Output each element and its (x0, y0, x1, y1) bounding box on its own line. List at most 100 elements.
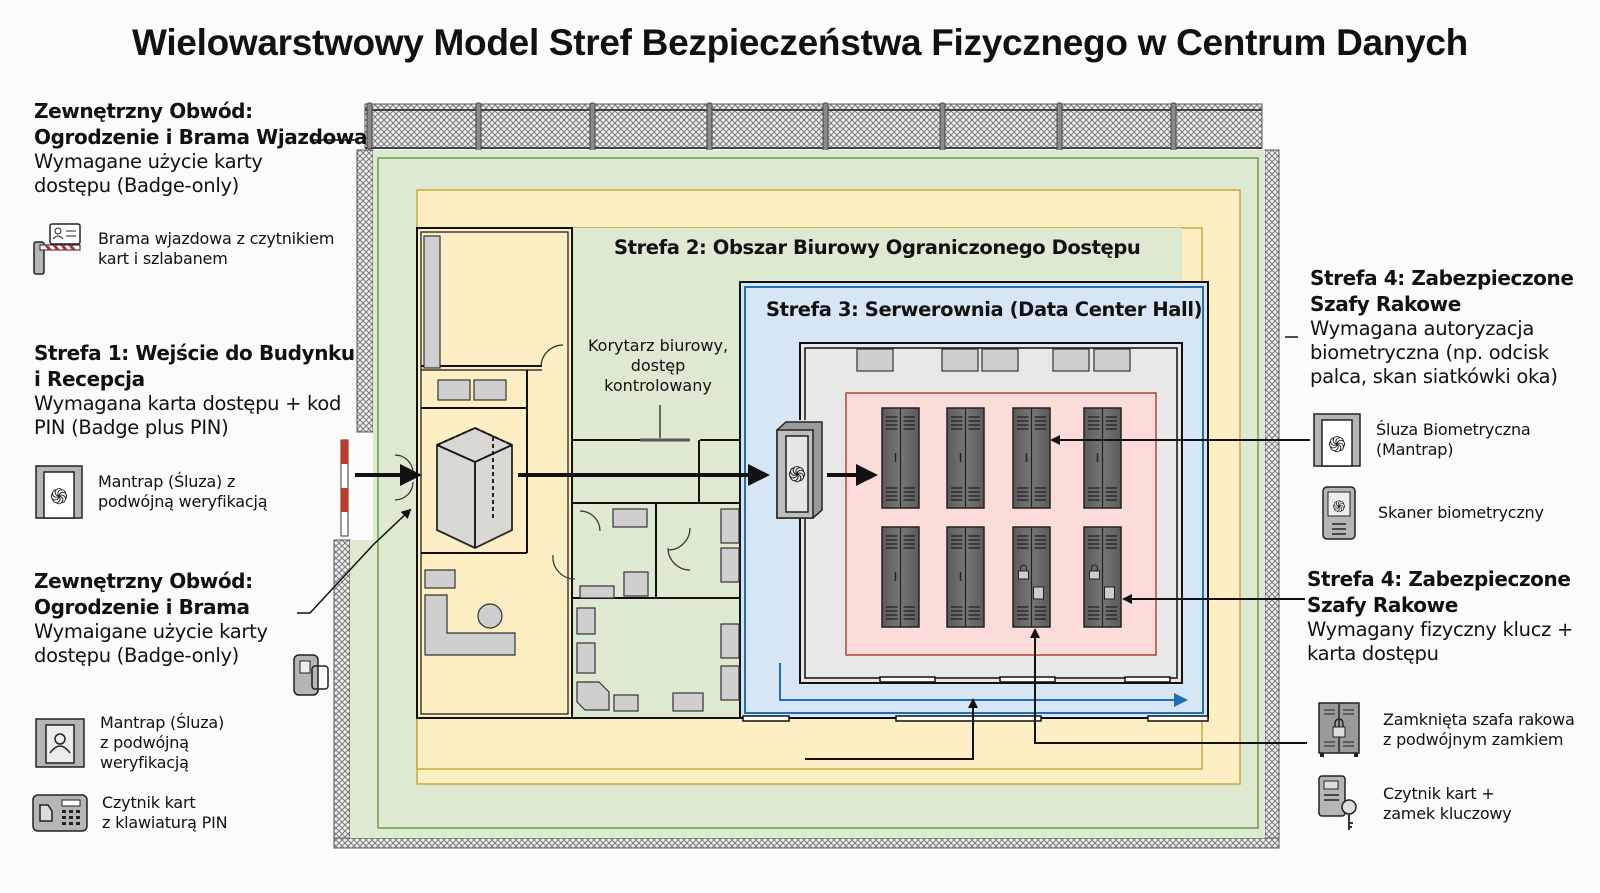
legend-line: Czytnik kart (102, 793, 196, 812)
legend-pin-reader: Czytnik kart z klawiaturą PIN (32, 793, 228, 833)
svg-text:֍: ֍ (1328, 433, 1346, 458)
legend-line: Czytnik kart + (1383, 784, 1495, 803)
label-body: Wymagana karta dostępu + kod (34, 392, 342, 415)
mantrap-person-icon (35, 718, 85, 768)
cooling-units (856, 348, 1131, 372)
biometric-mantrap-booth: ֍ (776, 421, 823, 519)
biometric-mantrap-icon: ֍ (1313, 413, 1361, 467)
corridor-label: Korytarz biurowy, dostęp kontrolowany (578, 336, 738, 396)
label-heading: Zewnętrzny Obwód: (34, 99, 253, 123)
legend-line: Brama wjazdowa z czytnikiem (98, 229, 335, 248)
label-heading: i Recepcja (34, 367, 145, 391)
server-rack (946, 526, 985, 628)
page-title: Wielowarstwowy Model Stref Bezpieczeństw… (132, 22, 1468, 63)
legend-card-key: Czytnik kart + zamek kluczowy (1317, 775, 1512, 833)
perimeter-fence (333, 102, 1280, 849)
server-rack (881, 407, 920, 509)
legend-line: Skaner biometryczny (1378, 503, 1544, 522)
svg-text:֍: ֍ (1332, 497, 1345, 516)
legend-line: Zamknięta szafa rakowa (1383, 710, 1575, 729)
locked-rack-icon (1318, 702, 1360, 757)
label-heading: Strefa 4: Zabezpieczone (1307, 567, 1571, 591)
zone4-biometric-label: Strefa 4: Zabezpieczone Szafy Rakowe Wym… (1310, 265, 1574, 389)
server-rack (1083, 407, 1122, 509)
legend-line: Śluza Biometryczna (1376, 420, 1531, 439)
entry-barrier (340, 439, 349, 537)
legend-mantrap: ֍ Mantrap (Śluza) z podwójną weryfikacją (34, 464, 268, 520)
label-heading: Szafy Rakowe (1307, 593, 1458, 617)
legend-line: zamek kluczowy (1383, 804, 1512, 823)
callout-locked-rack (1030, 628, 1307, 744)
legend-line: z klawiaturą PIN (102, 813, 228, 832)
zone1-label: Strefa 1: Wejście do Budynku i Recepcja … (34, 340, 355, 440)
legend-bio-mantrap-text: Śluza Biometryczna (Mantrap) (1376, 420, 1531, 460)
gate-barrier-card-reader-icon (33, 223, 81, 275)
legend-gate-text: Brama wjazdowa z czytnikiem kart i szlab… (98, 229, 334, 269)
corridor-line-1: Korytarz biurowy, (587, 336, 729, 355)
locked-server-rack (1083, 526, 1122, 628)
legend-mantrap-2: Mantrap (Śluza) z podwójną weryfikacją (34, 713, 224, 773)
label-body: biometryczna (np. odcisk (1310, 341, 1549, 364)
label-body: Wymagane użycie karty (34, 150, 263, 173)
legend-line: weryfikacją (100, 753, 189, 772)
label-body: dostępu (Badge-only) (34, 644, 239, 667)
label-heading: Strefa 4: Zabezpieczone (1310, 266, 1574, 290)
hall-bottom-doors (742, 676, 1209, 722)
label-body: karta dostępu (1307, 642, 1439, 665)
legend-line: Mantrap (Śluza) (100, 713, 225, 732)
legend-line: podwójną weryfikacją (98, 492, 268, 511)
label-body: dostępu (Badge-only) (34, 174, 239, 197)
zone-green-border (377, 157, 1259, 829)
perimeter-top-label: Zewnętrzny Obwód: Ogrodzenie i Brama Wja… (34, 98, 367, 198)
legend-line: z podwójną (100, 733, 189, 752)
corridor-line-2: dostęp (630, 356, 686, 375)
label-body: PIN (Badge plus PIN) (34, 416, 229, 439)
route-arrow (779, 663, 1188, 707)
mantrap-fingerprint-icon: ֍ (35, 465, 83, 519)
card-reader-key-lock-icon (1318, 775, 1357, 830)
label-heading: Strefa 1: Wejście do Budynku (34, 341, 355, 365)
svg-text:֍: ֍ (50, 485, 68, 510)
label-body: palca, skan siatkówki oka) (1310, 365, 1558, 388)
legend-bio-scanner: ֍ Skaner biometryczny (1322, 486, 1544, 540)
legend-bio-mantrap: ֍ Śluza Biometryczna (Mantrap) (1312, 412, 1531, 468)
label-heading: Zewnętrzny Obwód: (34, 569, 253, 593)
legend-pin-reader-text: Czytnik kart z klawiaturą PIN (102, 793, 228, 833)
rack-group (881, 407, 1122, 628)
legend-line: Mantrap (Śluza) z (98, 472, 236, 491)
legend-gate: Brama wjazdowa z czytnikiem kart i szlab… (32, 222, 334, 276)
legend-card-key-text: Czytnik kart + zamek kluczowy (1383, 784, 1512, 824)
legend-bio-scanner-text: Skaner biometryczny (1378, 503, 1544, 523)
label-body: Wymagany fizyczny klucz + (1307, 618, 1574, 641)
legend-line: kart i szlabanem (98, 249, 228, 268)
locked-server-rack (1012, 526, 1051, 628)
server-rack (1012, 407, 1051, 509)
card-reader-pin-keypad-icon (32, 794, 88, 832)
callout-route (805, 698, 978, 760)
zone4-key-label: Strefa 4: Zabezpieczone Szafy Rakowe Wym… (1307, 566, 1573, 666)
legend-line: (Mantrap) (1376, 440, 1454, 459)
legend-line: z podwójnym zamkiem (1383, 730, 1564, 749)
legend-mantrap-text: Mantrap (Śluza) z podwójną weryfikacją (98, 472, 268, 512)
perimeter-bottom-label: Zewnętrzny Obwód: Ogrodzenie i Brama Wym… (34, 568, 268, 668)
label-body: Wymagana autoryzacja (1310, 317, 1534, 340)
label-heading: Szafy Rakowe (1310, 292, 1461, 316)
biometric-scanner-icon: ֍ (1322, 486, 1356, 540)
server-rack (946, 407, 985, 509)
server-rack (881, 526, 920, 628)
zone3-label: Strefa 3: Serwerownia (Data Center Hall) (766, 298, 1203, 321)
legend-locked-rack: Zamknięta szafa rakowa z podwójnym zamki… (1317, 702, 1575, 758)
legend-locked-rack-text: Zamknięta szafa rakowa z podwójnym zamki… (1383, 710, 1575, 750)
zone2-label: Strefa 2: Obszar Biurowy Ograniczonego D… (614, 236, 1141, 259)
entrance-mantrap (436, 427, 513, 549)
label-heading: Ogrodzenie i Brama Wjazdowa (34, 125, 368, 149)
label-body: Wymaigane użycie karty (34, 620, 268, 643)
svg-text:֍: ֍ (788, 463, 806, 488)
corridor-line-3: kontrolowany (604, 376, 712, 395)
legend-mantrap-2-text: Mantrap (Śluza) z podwójną weryfikacją (100, 713, 224, 773)
wall-card-reader (293, 654, 329, 696)
callout-perimeter (297, 544, 374, 614)
label-heading: Ogrodzenie i Brama (34, 595, 250, 619)
office-furniture (423, 235, 740, 712)
